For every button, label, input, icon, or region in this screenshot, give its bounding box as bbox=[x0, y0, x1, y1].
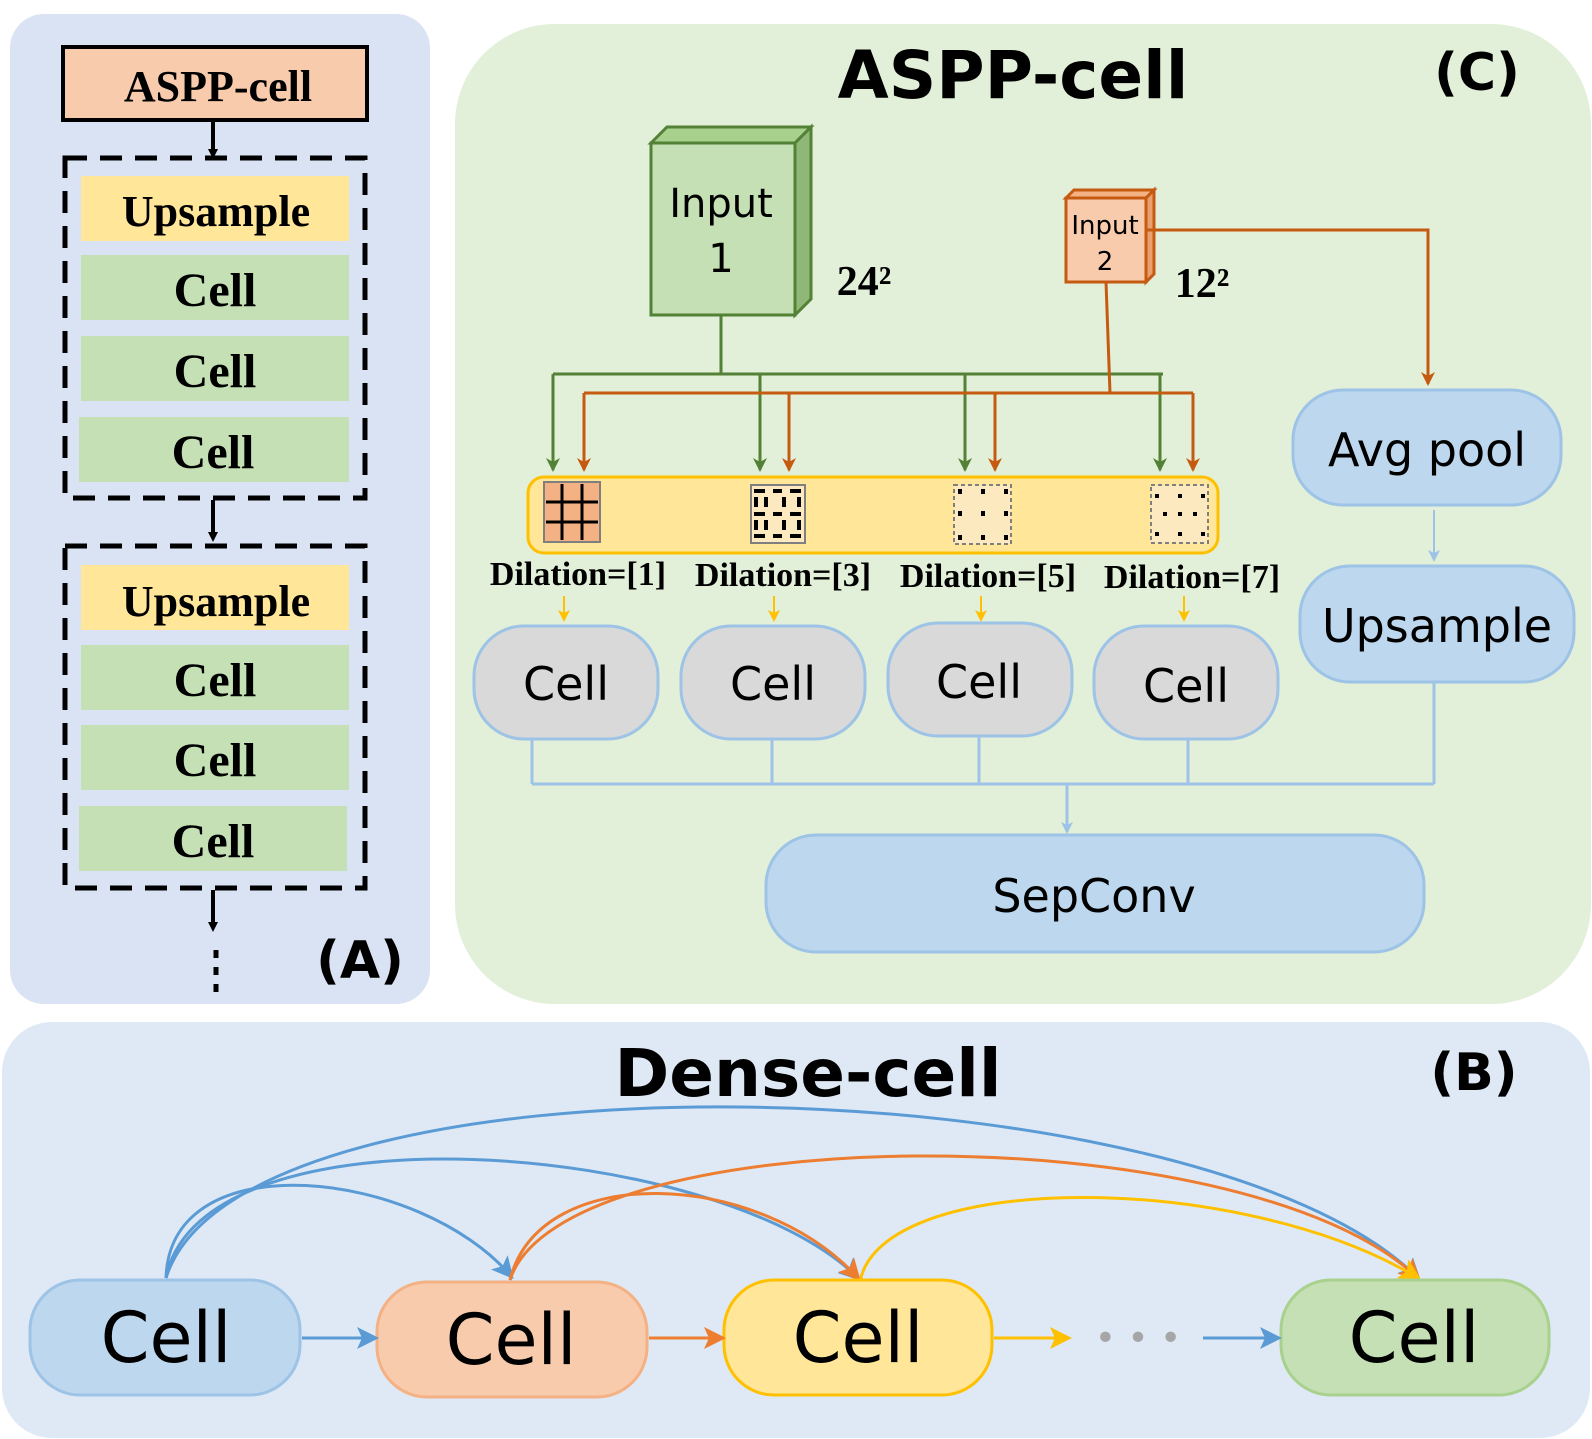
group-2-upsample-label: Upsample bbox=[122, 577, 310, 626]
input-1-connectors bbox=[546, 315, 1167, 472]
input-1-cube bbox=[647, 123, 815, 319]
kernel-to-cell-arrows bbox=[558, 596, 1190, 622]
avg-pool-node bbox=[1291, 388, 1563, 507]
upsample-node bbox=[1298, 564, 1576, 684]
kernel-dilation-1 bbox=[543, 481, 601, 543]
dense-cell-1-label: Cell bbox=[101, 1297, 232, 1379]
dilation-strip bbox=[526, 475, 1220, 555]
input-1-label-line1: Input bbox=[669, 181, 773, 227]
panel-b-label: (B) bbox=[1430, 1043, 1517, 1103]
group-1-cell-2-box bbox=[81, 336, 349, 401]
kernel-dilation-5 bbox=[953, 484, 1012, 545]
input-2-label-line2: 2 bbox=[1097, 247, 1114, 277]
group-2-cell-2-box bbox=[81, 725, 349, 790]
group-1-cell-1-box bbox=[81, 255, 349, 320]
input-2-size: 12² bbox=[1175, 261, 1230, 307]
dilation-label-7: Dilation=[7] bbox=[1104, 559, 1280, 596]
group-1-cell-3-box bbox=[79, 417, 349, 482]
group-2-upsample-box bbox=[81, 565, 349, 630]
upsample-node-label: Upsample bbox=[1322, 599, 1552, 653]
panel-a-label: (A) bbox=[316, 931, 404, 991]
dense-cell-3-label: Cell bbox=[793, 1297, 924, 1379]
dense-cell-1 bbox=[28, 1278, 302, 1397]
panel-b-title: Dense-cell bbox=[614, 1035, 1001, 1112]
avg-pool-label: Avg pool bbox=[1328, 423, 1526, 477]
group-1-cell-2-label: Cell bbox=[174, 345, 257, 398]
group-2-dashed-box bbox=[62, 543, 368, 891]
dense-skip-connections bbox=[164, 1105, 1422, 1283]
merge-connectors bbox=[530, 682, 1436, 834]
group-2-cell-3-box bbox=[79, 806, 347, 871]
group-2-cell-3-label: Cell bbox=[172, 815, 255, 868]
aspp-cell-3-label: Cell bbox=[936, 655, 1022, 709]
panel-c: ASPP-cell (C) Input 1 24² Input 2 12² bbox=[455, 24, 1591, 1004]
sepconv-node bbox=[764, 833, 1426, 954]
panel-c-label: (C) bbox=[1434, 43, 1520, 103]
group-1-cell-3-label: Cell bbox=[172, 426, 255, 479]
ellipsis: • • • bbox=[1095, 1318, 1182, 1359]
group-2-cell-2-label: Cell bbox=[174, 734, 257, 787]
sepconv-label: SepConv bbox=[992, 869, 1195, 923]
input-2-label-line1: Input bbox=[1071, 211, 1138, 241]
dilation-label-3: Dilation=[3] bbox=[695, 557, 871, 594]
input-1-label-line2: 1 bbox=[708, 236, 733, 282]
group-2-cell-1-box bbox=[81, 645, 349, 710]
group-1-dashed-box bbox=[62, 155, 368, 501]
dense-cell-4-label: Cell bbox=[1349, 1297, 1480, 1379]
input-1-size: 24² bbox=[837, 259, 892, 305]
aspp-cell-4 bbox=[1092, 624, 1280, 741]
group-2-cell-1-label: Cell bbox=[174, 654, 257, 707]
dense-cell-2-label: Cell bbox=[446, 1299, 577, 1381]
kernel-dilation-7 bbox=[1150, 484, 1209, 544]
panel-c-title: ASPP-cell bbox=[838, 37, 1189, 114]
group-1-upsample-box bbox=[81, 176, 349, 241]
dilation-label-1: Dilation=[1] bbox=[490, 556, 666, 593]
aspp-cell-box bbox=[61, 45, 369, 122]
panel-b: Dense-cell (B) Cell Cell Cell Cell • • • bbox=[2, 1022, 1590, 1438]
aspp-cell-4-label: Cell bbox=[1143, 659, 1229, 713]
dilation-label-5: Dilation=[5] bbox=[900, 558, 1076, 595]
aspp-cell-2-label: Cell bbox=[730, 657, 816, 711]
input-2-connectors bbox=[577, 228, 1435, 472]
aspp-cell-box-label: ASPP-cell bbox=[124, 62, 312, 111]
group-1-upsample-label: Upsample bbox=[122, 187, 310, 236]
panel-a: ASPP-cell Upsample Cell Cell Cell Upsamp… bbox=[10, 14, 430, 1004]
input-2-cube bbox=[1062, 186, 1158, 286]
kernel-dilation-3 bbox=[750, 484, 806, 544]
aspp-cell-1-label: Cell bbox=[523, 657, 609, 711]
group-1-cell-1-label: Cell bbox=[174, 264, 257, 317]
aspp-cell-1 bbox=[472, 624, 660, 741]
